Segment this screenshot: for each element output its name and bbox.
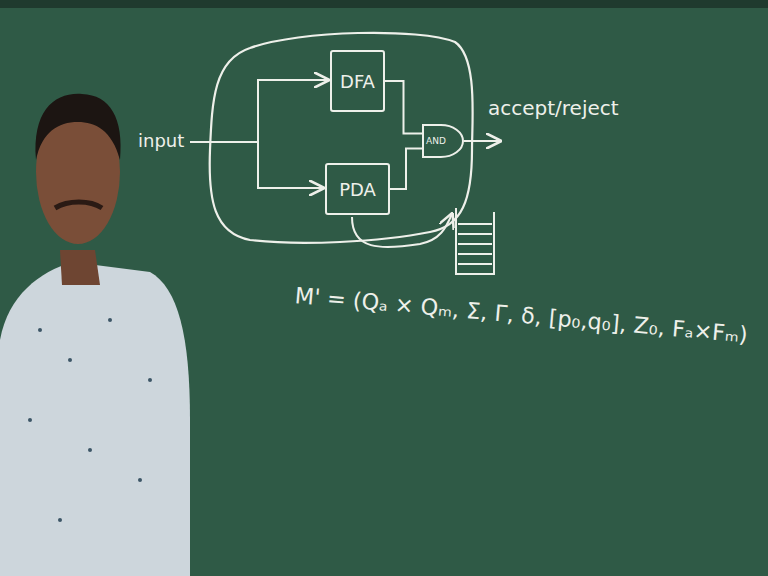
- machine-tuple: M' = (Qₐ × Qₘ, Σ, Γ, δ, [p₀,q₀], Z₀, Fₐ×…: [294, 282, 749, 348]
- node-text: PDA: [339, 179, 376, 200]
- input-wire: [258, 80, 328, 142]
- and-gate: AND: [422, 124, 464, 158]
- pda-box: PDA: [325, 163, 390, 215]
- board-edge: [0, 0, 768, 8]
- input-label: input: [138, 130, 184, 151]
- lecturer: [0, 94, 190, 576]
- signal-wire: [390, 148, 422, 189]
- node-text: DFA: [340, 71, 375, 92]
- and-gate-outline: [423, 125, 463, 157]
- node-text: AND: [426, 136, 446, 146]
- dfa-box: DFA: [330, 50, 385, 112]
- signal-wire: [385, 81, 422, 134]
- output-wire: [464, 140, 500, 142]
- input-wire: [190, 141, 258, 143]
- machine-boundary: [210, 33, 473, 243]
- input-wire: [258, 142, 323, 188]
- stack-link: [352, 214, 452, 247]
- stack-symbol: [456, 208, 494, 274]
- output-label: accept/reject: [488, 96, 619, 120]
